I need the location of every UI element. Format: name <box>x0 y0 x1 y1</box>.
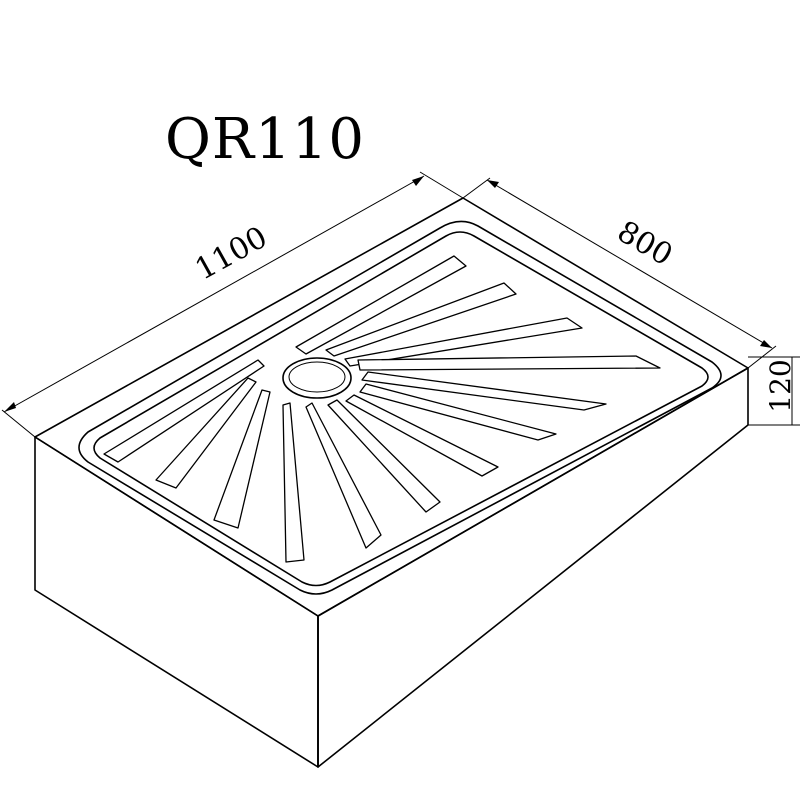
drainage-ribs <box>103 255 661 563</box>
rib-3 <box>344 317 583 367</box>
rib-2 <box>325 282 517 357</box>
rib-6 <box>359 383 557 441</box>
rib-10 <box>282 402 305 563</box>
rib-9 <box>305 402 382 549</box>
rib-13 <box>103 359 265 463</box>
width-label: 800 <box>611 214 678 273</box>
model-title: QR110 <box>165 107 365 172</box>
rib-4 <box>357 355 661 371</box>
rib-8 <box>327 399 441 513</box>
height-label: 120 <box>764 359 797 412</box>
rib-7 <box>345 394 499 477</box>
tray-body <box>34 197 749 768</box>
drain-cover-inner <box>288 361 346 393</box>
rib-5 <box>361 371 607 411</box>
rib-11 <box>213 389 271 529</box>
basin-inner-edge <box>93 231 709 587</box>
rib-12 <box>155 377 257 489</box>
drain <box>282 357 352 399</box>
height-dimension: 120 <box>748 356 800 426</box>
length-label: 1100 <box>190 220 274 288</box>
drain-cover <box>282 357 352 399</box>
basin-outer-edge <box>78 220 722 595</box>
rib-1 <box>295 255 467 355</box>
tray-basin <box>78 220 722 595</box>
